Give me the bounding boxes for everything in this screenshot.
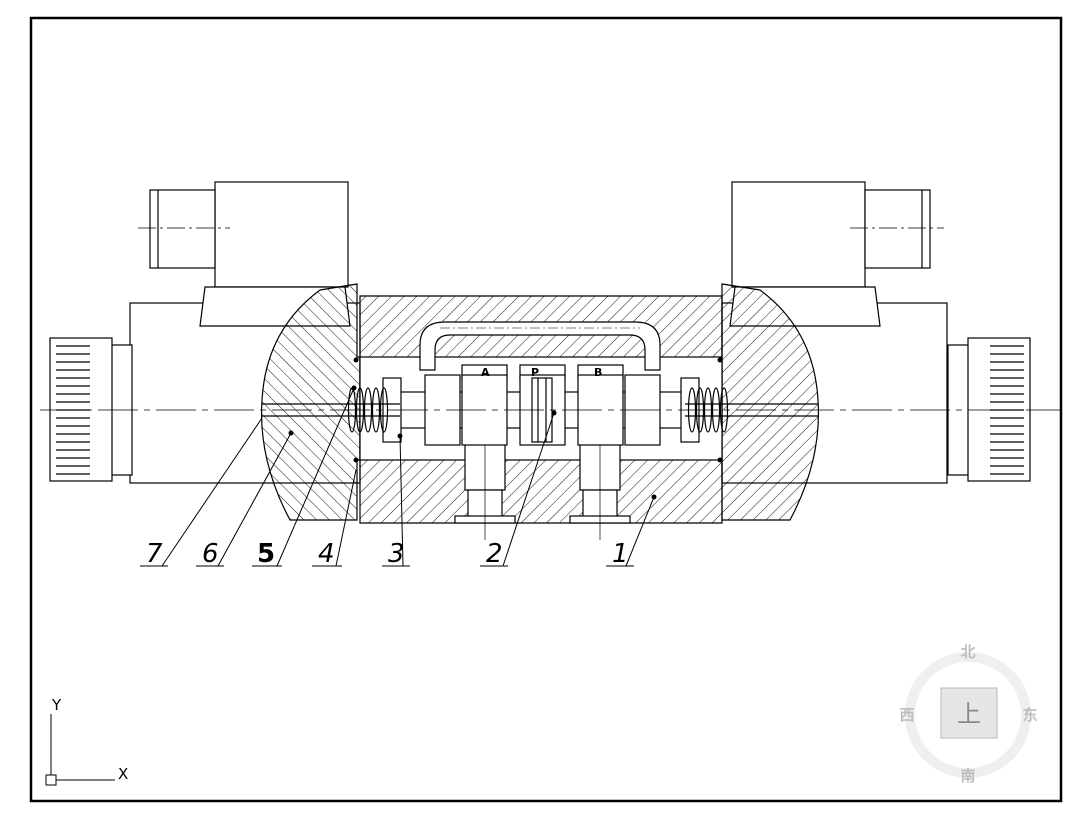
viewcube-east[interactable]: 东 (1022, 706, 1037, 724)
right-knob (947, 337, 1031, 482)
port-label-b: B (594, 366, 602, 379)
part-labels: 7 6 5 4 3 2 1 (146, 539, 629, 569)
part-label-3: 3 (388, 539, 405, 569)
valve-assembly (40, 181, 1062, 567)
left-coil (138, 181, 351, 327)
port-openings (454, 364, 631, 540)
part-label-7: 7 (146, 539, 163, 569)
right-end-cap (719, 283, 820, 521)
viewcube-north[interactable]: 北 (960, 643, 975, 661)
pressure-channel (419, 321, 661, 371)
ucs-y-label: Y (51, 696, 62, 714)
viewcube-face-label: 上 (957, 700, 981, 728)
leader-dots (288, 357, 723, 500)
part-label-1: 1 (612, 539, 629, 569)
viewcube-top-face[interactable] (940, 687, 998, 739)
part-label-5: 5 (257, 539, 275, 569)
port-labels: A P B (481, 366, 602, 379)
part-label-4: 4 (318, 539, 335, 569)
viewcube-south[interactable]: 南 (960, 767, 975, 785)
part-label-6: 6 (202, 539, 219, 569)
part-label-2: 2 (486, 539, 503, 569)
ucs-x-label: X (118, 765, 128, 783)
viewcube[interactable]: 上 北 南 东 西 (899, 643, 1037, 785)
viewcube-compass-ring[interactable] (905, 652, 1031, 778)
drawing-frame (29, 16, 1063, 803)
left-end-cap (260, 283, 361, 521)
ucs-icon: Y X (45, 696, 128, 786)
left-knob (49, 337, 133, 482)
port-label-p: P (531, 366, 539, 379)
port-label-a: A (481, 366, 490, 379)
viewcube-west[interactable]: 西 (899, 706, 914, 724)
leader-lines (140, 387, 655, 567)
